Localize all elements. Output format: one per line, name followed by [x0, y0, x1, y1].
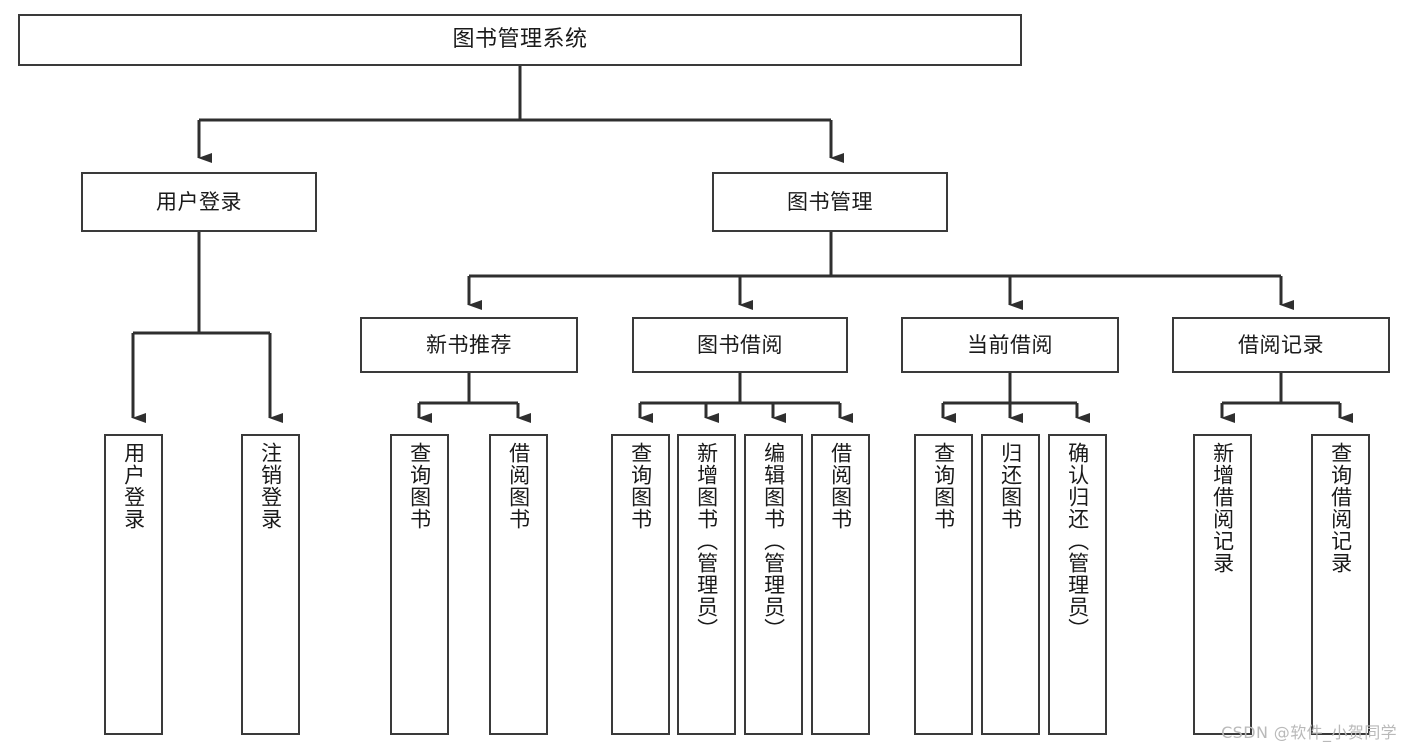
- node-root-system[interactable]: 图书管理系统: [18, 14, 1022, 66]
- node-book-borrow[interactable]: 图书借阅: [632, 317, 848, 373]
- leaf-current-confirm-return-admin[interactable]: 确认归还（管理员）: [1048, 434, 1107, 735]
- node-new-book-recommend[interactable]: 新书推荐: [360, 317, 578, 373]
- node-label: 归还图书: [998, 442, 1023, 530]
- node-label: 用户登录: [156, 189, 242, 214]
- node-label: 借阅记录: [1238, 332, 1324, 357]
- node-label: 查询图书: [931, 442, 956, 530]
- node-label: 新书推荐: [426, 332, 512, 357]
- node-label: 借阅图书: [828, 442, 853, 530]
- leaf-borrow-query-book[interactable]: 查询图书: [611, 434, 670, 735]
- node-label: 新增借阅记录: [1210, 442, 1235, 574]
- node-borrow-record[interactable]: 借阅记录: [1172, 317, 1390, 373]
- leaf-record-add-record[interactable]: 新增借阅记录: [1193, 434, 1252, 735]
- node-label: 编辑图书（管理员）: [761, 442, 786, 640]
- node-label: 当前借阅: [967, 332, 1053, 357]
- node-label: 新增图书（管理员）: [694, 442, 719, 640]
- leaf-newbook-query-book[interactable]: 查询图书: [390, 434, 449, 735]
- leaf-current-return-book[interactable]: 归还图书: [981, 434, 1040, 735]
- node-user-login[interactable]: 用户登录: [81, 172, 317, 232]
- leaf-borrow-borrow-book[interactable]: 借阅图书: [811, 434, 870, 735]
- leaf-current-query-book[interactable]: 查询图书: [914, 434, 973, 735]
- leaf-user-logout[interactable]: 注销登录: [241, 434, 300, 735]
- leaf-record-query-record[interactable]: 查询借阅记录: [1311, 434, 1370, 735]
- node-label: 图书借阅: [697, 332, 783, 357]
- node-label: 借阅图书: [506, 442, 531, 530]
- node-label: 用户登录: [121, 442, 146, 530]
- leaf-newbook-borrow-book[interactable]: 借阅图书: [489, 434, 548, 735]
- leaf-borrow-edit-book-admin[interactable]: 编辑图书（管理员）: [744, 434, 803, 735]
- node-label: 注销登录: [258, 442, 283, 530]
- node-book-management[interactable]: 图书管理: [712, 172, 948, 232]
- node-label: 查询借阅记录: [1328, 442, 1353, 574]
- node-label: 查询图书: [628, 442, 653, 530]
- node-label: 图书管理: [787, 189, 873, 214]
- node-label: 确认归还（管理员）: [1065, 442, 1090, 640]
- leaf-user-login[interactable]: 用户登录: [104, 434, 163, 735]
- node-label: 图书管理系统: [452, 27, 588, 53]
- node-current-borrow[interactable]: 当前借阅: [901, 317, 1119, 373]
- csdn-watermark: CSDN @软件_小贺同学: [1221, 723, 1397, 742]
- node-label: 查询图书: [407, 442, 432, 530]
- leaf-borrow-add-book-admin[interactable]: 新增图书（管理员）: [677, 434, 736, 735]
